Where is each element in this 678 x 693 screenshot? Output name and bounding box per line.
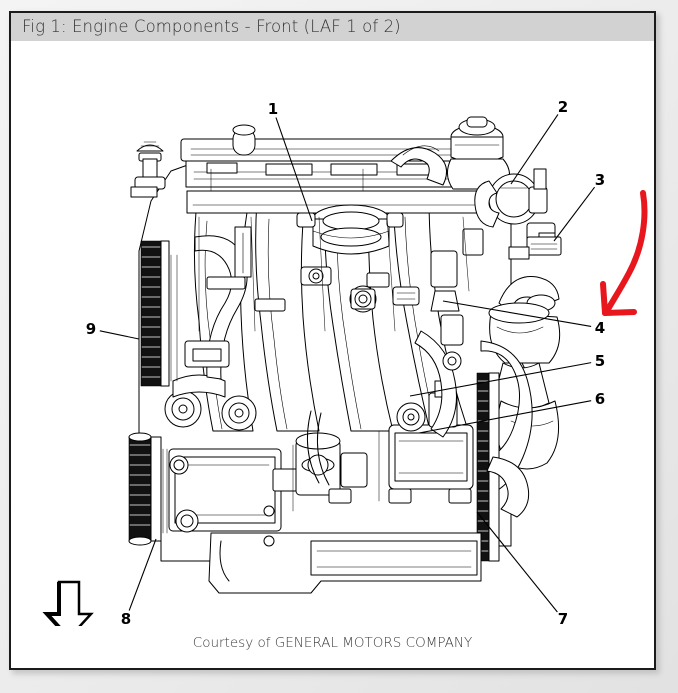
ac-compressor [168,448,334,533]
air-inlet-tube [390,145,448,186]
callout-numbers: 1 2 3 4 5 6 7 8 9 [86,98,605,626]
figure-credit: Courtesy of GENERAL MOTORS COMPANY [192,635,473,651]
leader-4 [442,300,592,328]
figure-titlebar: Fig 1: Engine Components - Front (LAF 1 … [11,13,654,41]
alternator [164,374,257,431]
misc-brackets [184,226,484,371]
throttle-body [296,204,404,255]
callout-label-1: 1 [268,100,278,118]
figure-card: Fig 1: Engine Components - Front (LAF 1 … [9,11,656,670]
leader-3 [553,186,596,242]
leader-8 [128,538,157,611]
oil-pan [208,505,482,594]
engine-mount [486,456,530,518]
engine-diagram: 1 2 3 4 5 6 7 8 9 [11,41,654,626]
leader-9 [99,330,140,340]
oil-fill-cap [130,141,166,198]
figure-title: Fig 1: Engine Components - Front (LAF 1 … [22,17,401,36]
leader-6 [418,400,592,434]
callout-label-4: 4 [595,319,605,337]
leader-5 [409,362,592,397]
red-hand-drawn-arrow [600,190,648,316]
air-cleaner-housing [447,116,510,190]
callout-label-7: 7 [558,610,568,626]
fuel-rail [300,266,420,306]
head-bolt-row [328,488,472,504]
electrical-connector-right [508,236,562,260]
figure-body: 1 2 3 4 5 6 7 8 9 Courtesy of GENERAL MOTORS COM… [11,41,654,668]
leader-2 [510,114,559,185]
callout-label-5: 5 [595,352,605,370]
leader-1 [275,117,313,222]
callout-label-2: 2 [558,98,568,116]
callout-label-6: 6 [595,390,605,408]
engine-illustration [128,116,562,594]
callout-label-9: 9 [86,320,96,338]
front-of-vehicle-arrow [42,580,94,626]
engine-diagram-svg: 1 2 3 4 5 6 7 8 9 [11,41,654,626]
callout-label-8: 8 [121,610,131,626]
callout-leaders [99,114,596,613]
accessory-drive-pulleys [128,240,170,546]
leader-7 [476,511,558,613]
callout-label-3: 3 [595,171,605,189]
